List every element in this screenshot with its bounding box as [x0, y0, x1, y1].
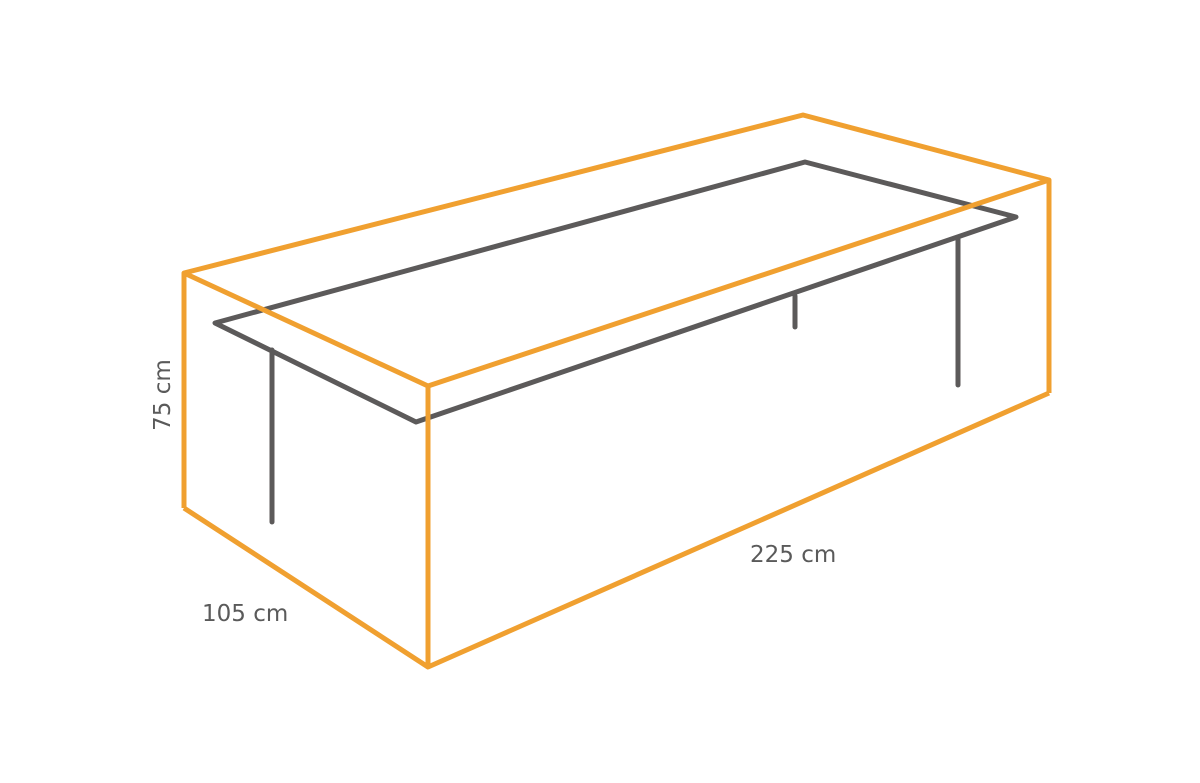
- height-label: 75 cm: [150, 359, 176, 431]
- cover-box-outline: [181, 112, 1052, 670]
- depth-label: 105 cm: [202, 601, 289, 627]
- length-label: 225 cm: [750, 542, 837, 568]
